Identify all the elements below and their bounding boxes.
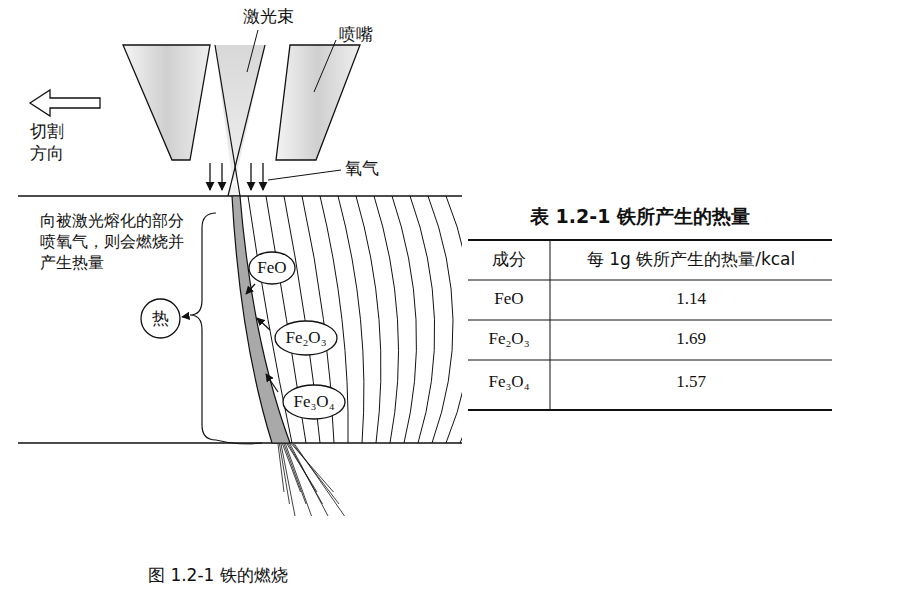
spark-line: [295, 444, 345, 516]
node-label: FeO: [257, 258, 286, 278]
laser-beam-edge: [228, 45, 265, 196]
molten-cut-front: [232, 196, 290, 443]
direction-arrow: [30, 90, 100, 116]
heat-circle: 热: [140, 298, 181, 339]
oxygen-arrows: [210, 163, 263, 190]
leader-line: [247, 30, 258, 72]
table-header: 每 1g 铁所产生的热量/kcal: [587, 249, 795, 269]
table-cell: Fe₂O₃: [488, 329, 529, 349]
striation-line: [428, 196, 453, 443]
spark-line: [293, 444, 339, 504]
figure-caption: 图 1.2-1 铁的燃烧: [148, 565, 288, 585]
bracket-tail: [216, 440, 262, 444]
laser-beam-edge: [215, 45, 240, 196]
striation-line: [392, 196, 417, 443]
bracket: [190, 213, 216, 440]
striation-line: [446, 196, 462, 443]
spark-line: [292, 444, 334, 492]
table-cell: FeO: [494, 289, 523, 309]
node-label: 热: [152, 307, 169, 330]
cut-striations: [248, 196, 462, 443]
spark-line: [280, 444, 290, 504]
striation-line: [356, 196, 381, 443]
leader-line: [314, 40, 336, 92]
part-label: 氧气: [345, 158, 379, 178]
reaction-arrows: [246, 284, 278, 392]
heat-arrow: [182, 316, 189, 317]
leader-line: [268, 170, 341, 180]
table-rules: [468, 240, 832, 410]
nozzle-right: [276, 45, 360, 160]
nozzle-left: [123, 45, 210, 160]
table-cell: 1.14: [676, 289, 706, 309]
table-title: 表 1.2-1 铁所产生的热量: [530, 205, 750, 228]
node-label: Fe₃O₄: [293, 392, 334, 412]
note-text: 向被激光熔化的部分喷氧气，则会燃烧并产生热量: [40, 211, 184, 273]
sparks: [278, 444, 345, 516]
table-cell: 1.57: [676, 372, 706, 392]
striation-line: [410, 196, 435, 443]
table-cell: Fe₃O₄: [488, 372, 529, 392]
node-shape: [249, 252, 295, 284]
part-label: 喷嘴: [339, 24, 373, 44]
node-label: Fe₂O₃: [285, 328, 326, 348]
oxide-ellipse: Fe₂O₃: [274, 320, 338, 356]
node-shape: [283, 385, 345, 419]
spark-line: [290, 444, 328, 516]
table-header: 成分: [492, 249, 526, 269]
node-shape: [275, 321, 337, 355]
oxide-ellipse: Fe₃O₄: [282, 384, 346, 420]
table-cell: 1.69: [676, 329, 706, 349]
node-shape: [141, 299, 180, 338]
striation-line: [460, 196, 462, 443]
striation-line: [374, 196, 399, 443]
spark-line: [286, 444, 312, 516]
laser-beam-fill: [215, 45, 265, 195]
direction-label: 切割方向: [30, 120, 64, 164]
oxide-ellipse: FeO: [248, 251, 296, 285]
part-label: 激光束: [243, 6, 294, 26]
